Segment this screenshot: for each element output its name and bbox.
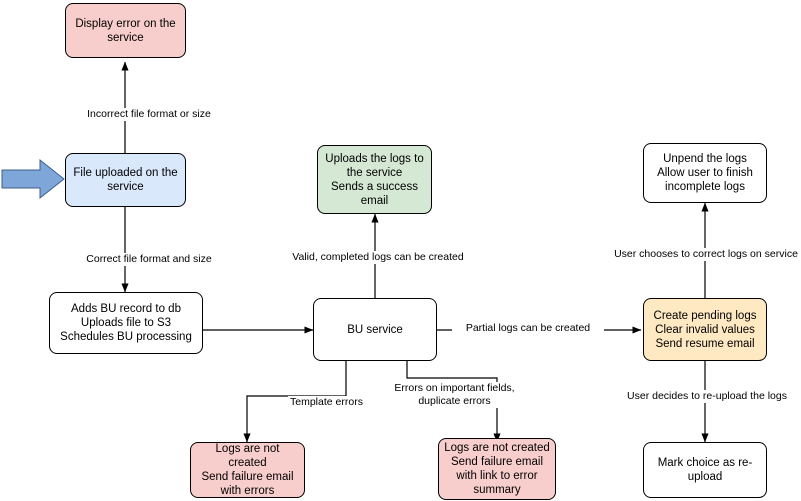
- edge-bu-to-notcreated2: [406, 361, 501, 443]
- edge-label-valid-logs: Valid, completed logs can be created: [265, 251, 491, 264]
- node-unpend-logs[interactable]: Unpend the logs Allow user to finish inc…: [643, 143, 767, 203]
- node-mark-reupload[interactable]: Mark choice as re- upload: [643, 442, 767, 498]
- node-bu-service[interactable]: BU service: [313, 298, 437, 361]
- node-adds-bu-record[interactable]: Adds BU record to db Uploads file to S3 …: [49, 292, 203, 354]
- node-file-uploaded[interactable]: File uploaded on the service: [65, 153, 186, 207]
- entry-arrow-icon: [1, 158, 65, 200]
- edge-label-template-errors: Template errors: [288, 396, 378, 409]
- edge-label-partial-logs: Partial logs can be created: [452, 322, 604, 335]
- edge-label-user-corrects: User chooses to correct logs on service: [604, 248, 801, 261]
- edge-label-incorrect-format: Incorrect file format or size: [57, 108, 241, 121]
- node-display-error[interactable]: Display error on the service: [65, 3, 186, 58]
- node-create-pending-logs[interactable]: Create pending logs Clear invalid values…: [643, 298, 767, 361]
- node-uploads-logs[interactable]: Uploads the logs to the service Sends a …: [317, 145, 432, 214]
- node-logs-not-created-summary[interactable]: Logs are not created Send failure email …: [438, 438, 556, 500]
- edge-label-important-errors: Errors on important fields, duplicate er…: [390, 382, 519, 408]
- edge-label-correct-format: Correct file format and size: [57, 253, 241, 266]
- node-logs-not-created-errors[interactable]: Logs are not created Send failure email …: [190, 442, 305, 498]
- edge-label-user-reupload: User decides to re-upload the logs: [611, 390, 801, 403]
